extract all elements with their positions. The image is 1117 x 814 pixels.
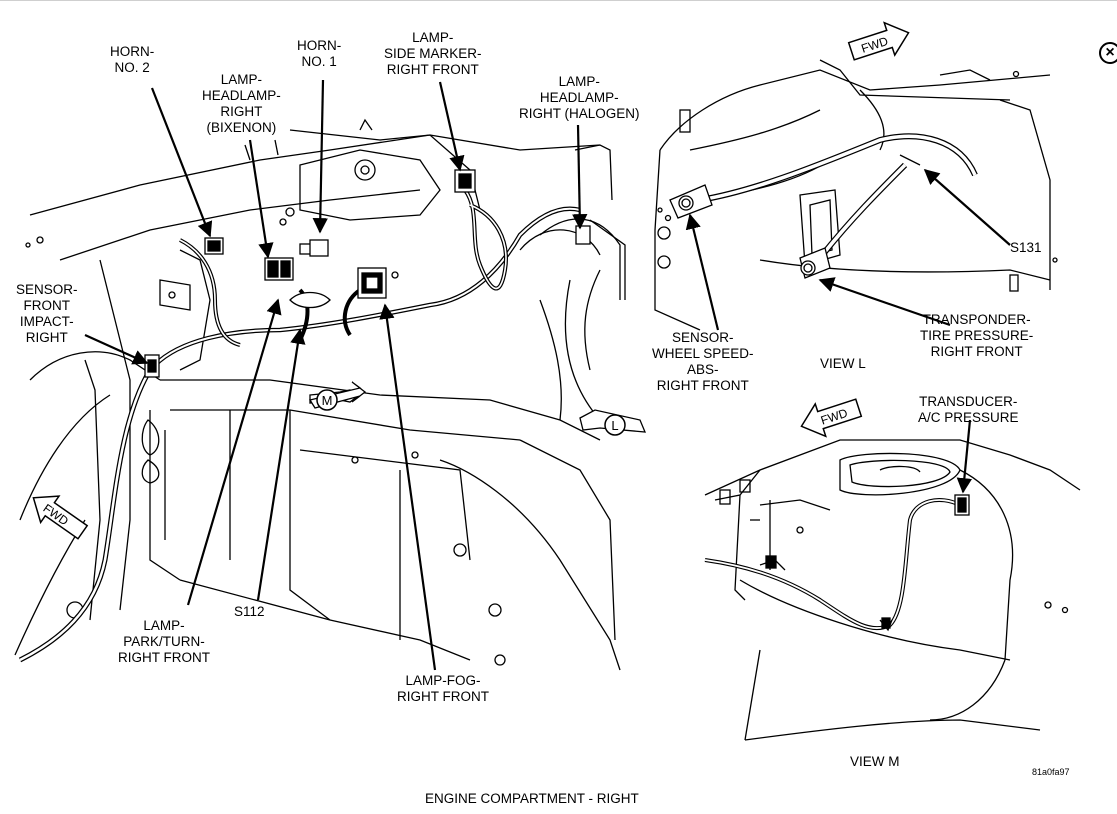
fwd-arrow-main: FWD	[32, 495, 89, 540]
label-horn-no1: HORN-NO. 1	[297, 38, 342, 69]
label-lamp-fog: LAMP-FOG-RIGHT FRONT	[397, 673, 489, 704]
label-horn-no2: HORN-NO. 2	[110, 44, 155, 75]
view-m-leaders	[956, 419, 973, 494]
close-button[interactable]: ×	[1099, 38, 1117, 68]
caption-main: ENGINE COMPARTMENT - RIGHT	[425, 791, 639, 806]
fwd-arrow-view-l: FWD	[847, 21, 910, 61]
view-m-drawing	[704, 439, 1081, 741]
label-transponder: TRANSPONDER-TIRE PRESSURE-RIGHT FRONT	[920, 312, 1034, 359]
view-l-drawing	[654, 59, 1058, 331]
label-sensor-wheel-speed: SENSOR-WHEEL SPEED-ABS-RIGHT FRONT	[652, 330, 754, 393]
figure-code: 81a0fa97	[1032, 767, 1070, 777]
label-lamp-headlamp-bixenon: LAMP-HEADLAMP-RIGHT(BIXENON)	[202, 72, 281, 135]
view-l-marker: L	[579, 409, 647, 436]
caption-view-l: VIEW L	[820, 356, 866, 371]
close-icon: ×	[1099, 42, 1117, 64]
label-lamp-park-turn: LAMP-PARK/TURN-RIGHT FRONT	[118, 618, 210, 665]
view-m-marker: M	[308, 381, 367, 411]
top-border	[0, 0, 1117, 1]
label-s112: S112	[234, 604, 265, 619]
view-l-leaders	[685, 168, 1011, 331]
label-s131: S131	[1010, 240, 1042, 255]
label-lamp-side-marker: LAMP-SIDE MARKER-RIGHT FRONT	[384, 30, 482, 77]
label-lamp-headlamp-halogen: LAMP-HEADLAMP-RIGHT (HALOGEN)	[519, 74, 640, 121]
caption-view-m: VIEW M	[850, 754, 900, 769]
fwd-arrow-view-m: FWD	[800, 398, 863, 438]
svg-text:L: L	[611, 418, 618, 433]
main-view-leaders	[84, 79, 588, 671]
label-transducer: TRANSDUCER-A/C PRESSURE	[918, 394, 1019, 425]
svg-text:M: M	[322, 393, 333, 408]
